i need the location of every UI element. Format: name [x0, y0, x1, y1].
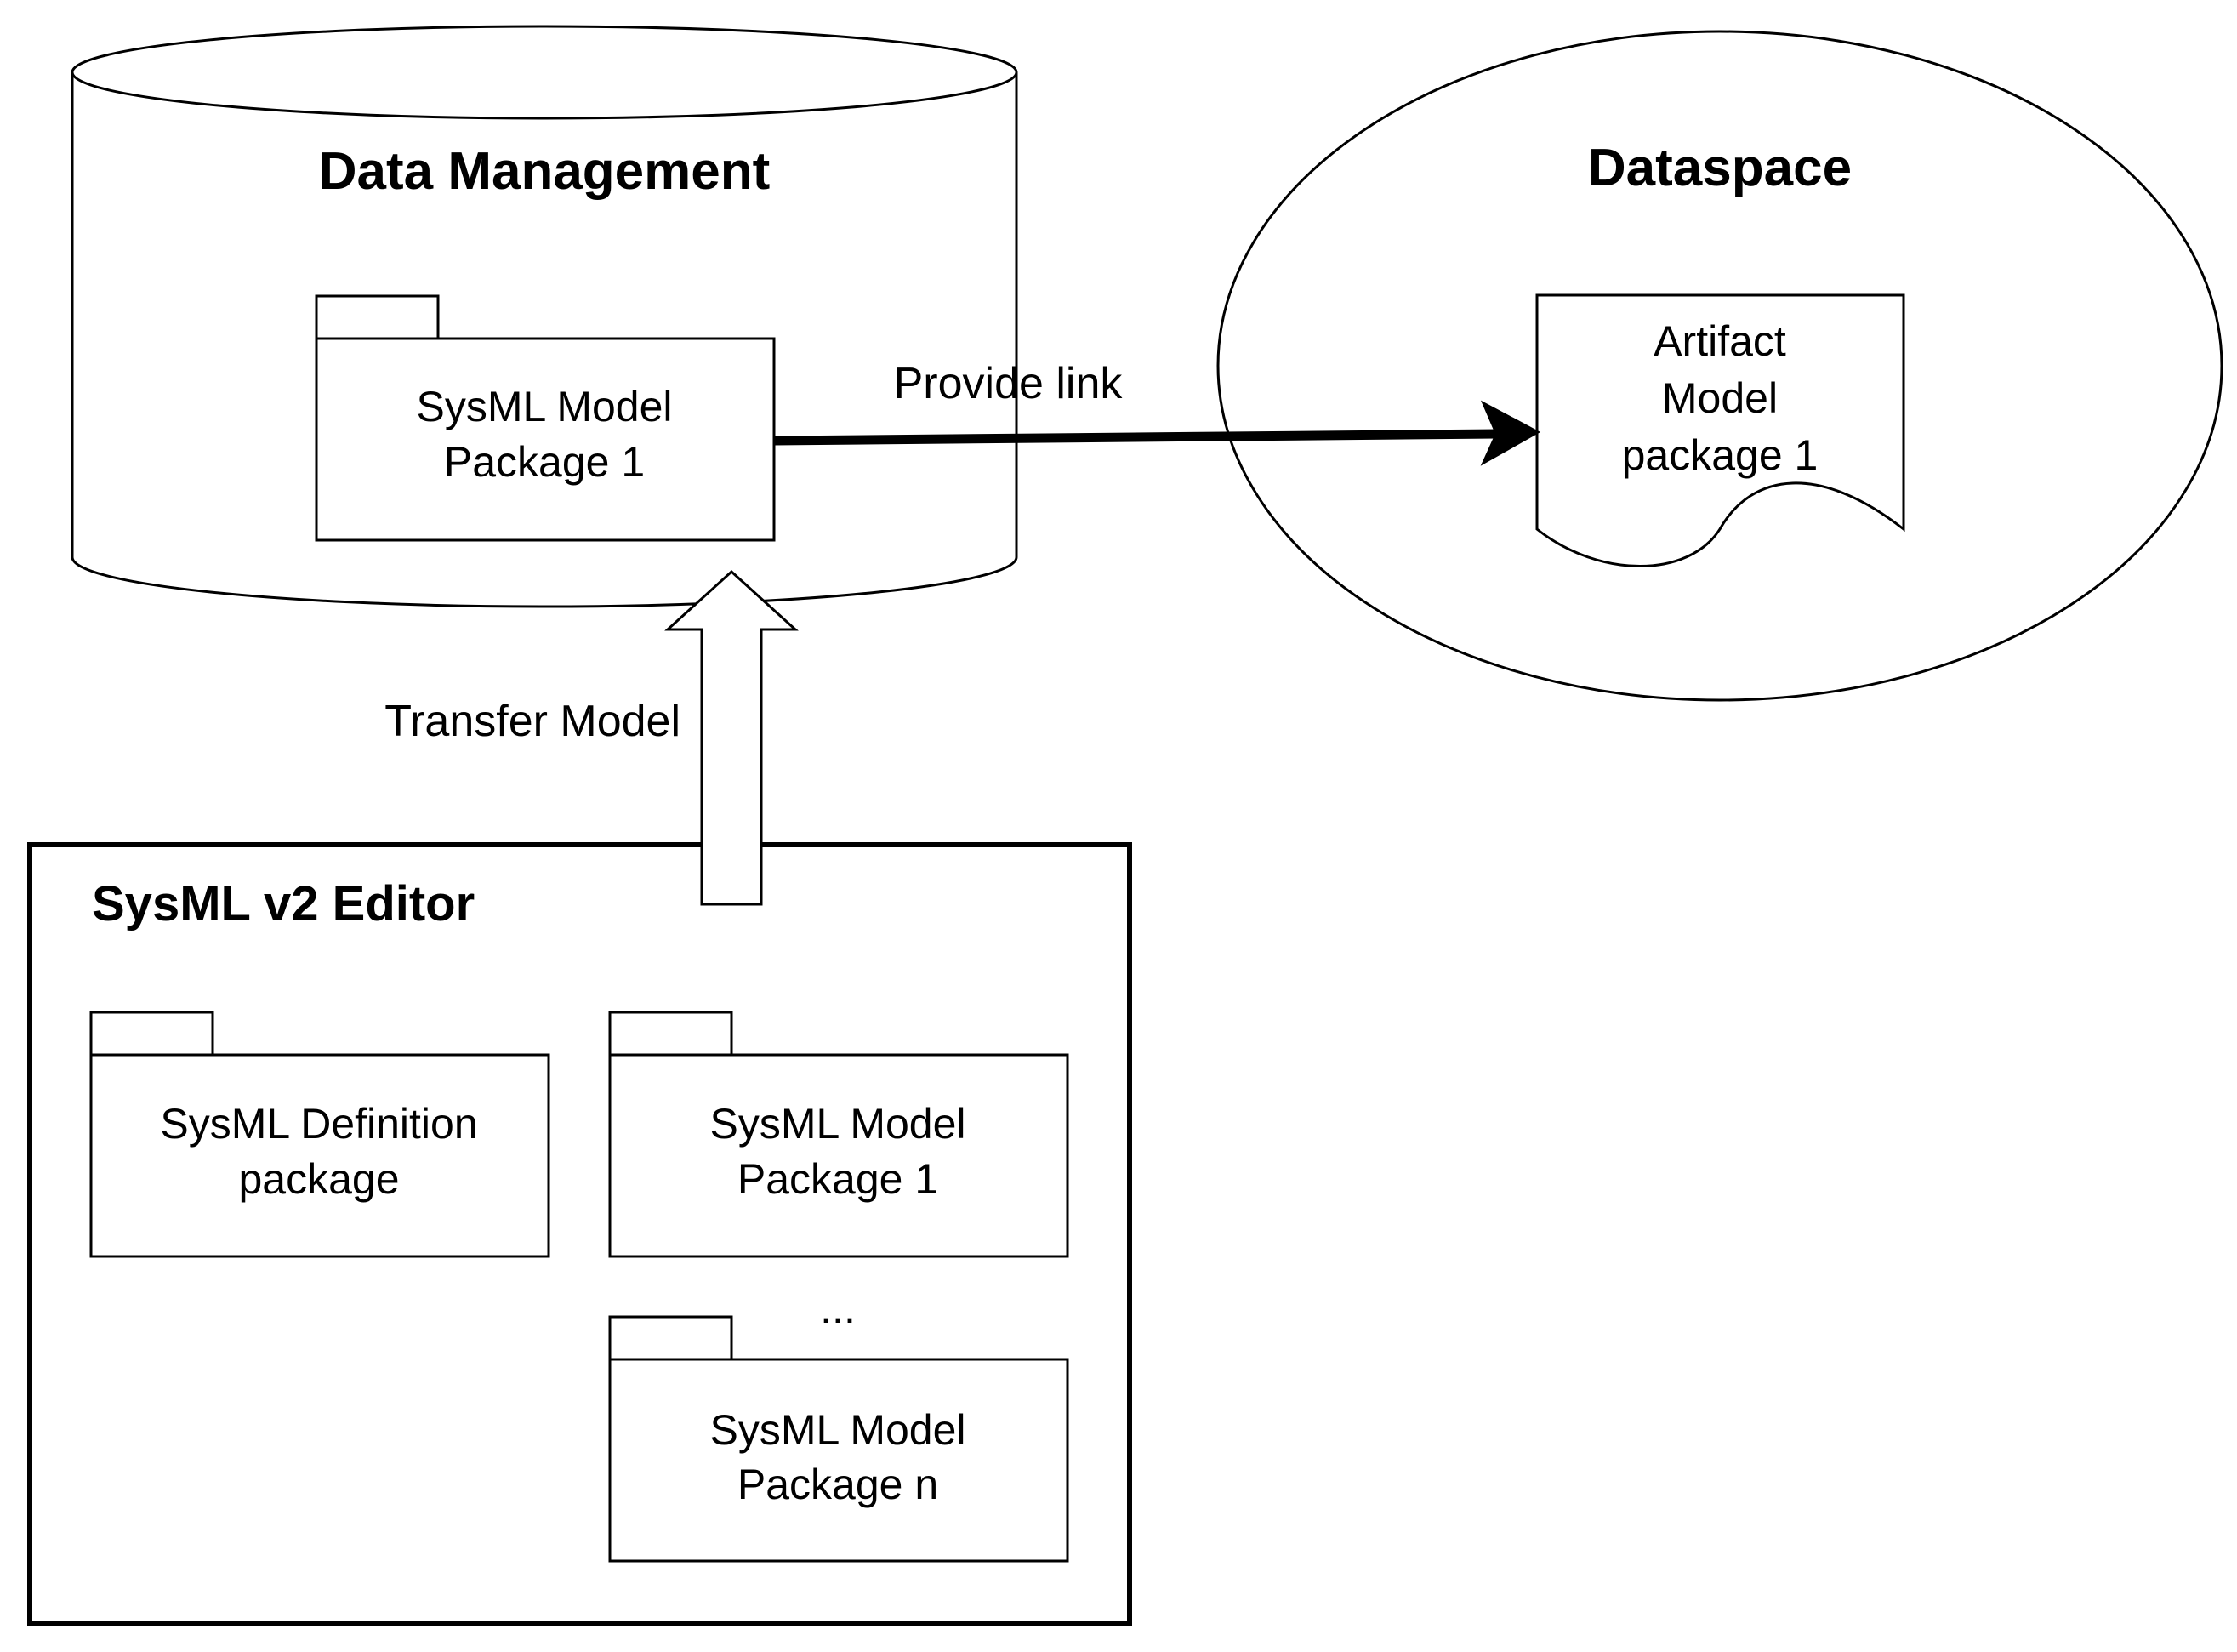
package-label-line1: SysML Model	[416, 383, 672, 430]
data-management-title: Data Management	[319, 142, 771, 201]
package-label-line2: Package 1	[737, 1155, 938, 1203]
dataspace-title: Dataspace	[1588, 139, 1852, 197]
editor-model-package-1: SysML Model Package 1	[608, 1011, 1069, 1258]
package-tab	[89, 1011, 214, 1057]
artifact-label-line3: package 1	[1622, 431, 1819, 479]
package-tab	[608, 1315, 733, 1361]
package-label-line2: Package 1	[444, 438, 645, 486]
transfer-model-arrow: Transfer Model	[384, 569, 799, 906]
ellipsis: ...	[820, 1285, 856, 1332]
provide-link-arrow: Provide link	[773, 359, 1541, 466]
package-body	[608, 1358, 1069, 1563]
arrow-head	[1480, 400, 1541, 466]
editor-definition-package: SysML Definition package	[89, 1011, 550, 1258]
package-label-line1: SysML Model	[709, 1100, 965, 1148]
artifact-shape	[1535, 293, 1905, 567]
provide-link-label: Provide link	[894, 359, 1124, 408]
package-label-line1: SysML Model	[709, 1406, 965, 1454]
package-tab	[608, 1011, 733, 1057]
artifact-label-line2: Model	[1662, 374, 1778, 422]
editor-title: SysML v2 Editor	[92, 876, 475, 931]
cylinder-top	[71, 25, 1018, 120]
package-label-line2: package	[238, 1155, 399, 1203]
package-body	[315, 337, 776, 542]
artifact-label-line1: Artifact	[1654, 317, 1786, 365]
editor-model-package-n: SysML Model Package n	[608, 1315, 1069, 1563]
package-label-line2: Package n	[737, 1461, 938, 1508]
transfer-model-label: Transfer Model	[384, 697, 680, 746]
artifact-document: Artifact Model package 1	[1535, 293, 1905, 567]
package-body	[89, 1053, 550, 1258]
block-arrow-shape	[664, 569, 799, 906]
package-tab	[315, 294, 440, 340]
package-body	[608, 1053, 1069, 1258]
dm-model-package-1: SysML Model Package 1	[315, 294, 776, 542]
arrow-shaft	[773, 429, 1498, 446]
package-label-line1: SysML Definition	[160, 1100, 477, 1148]
